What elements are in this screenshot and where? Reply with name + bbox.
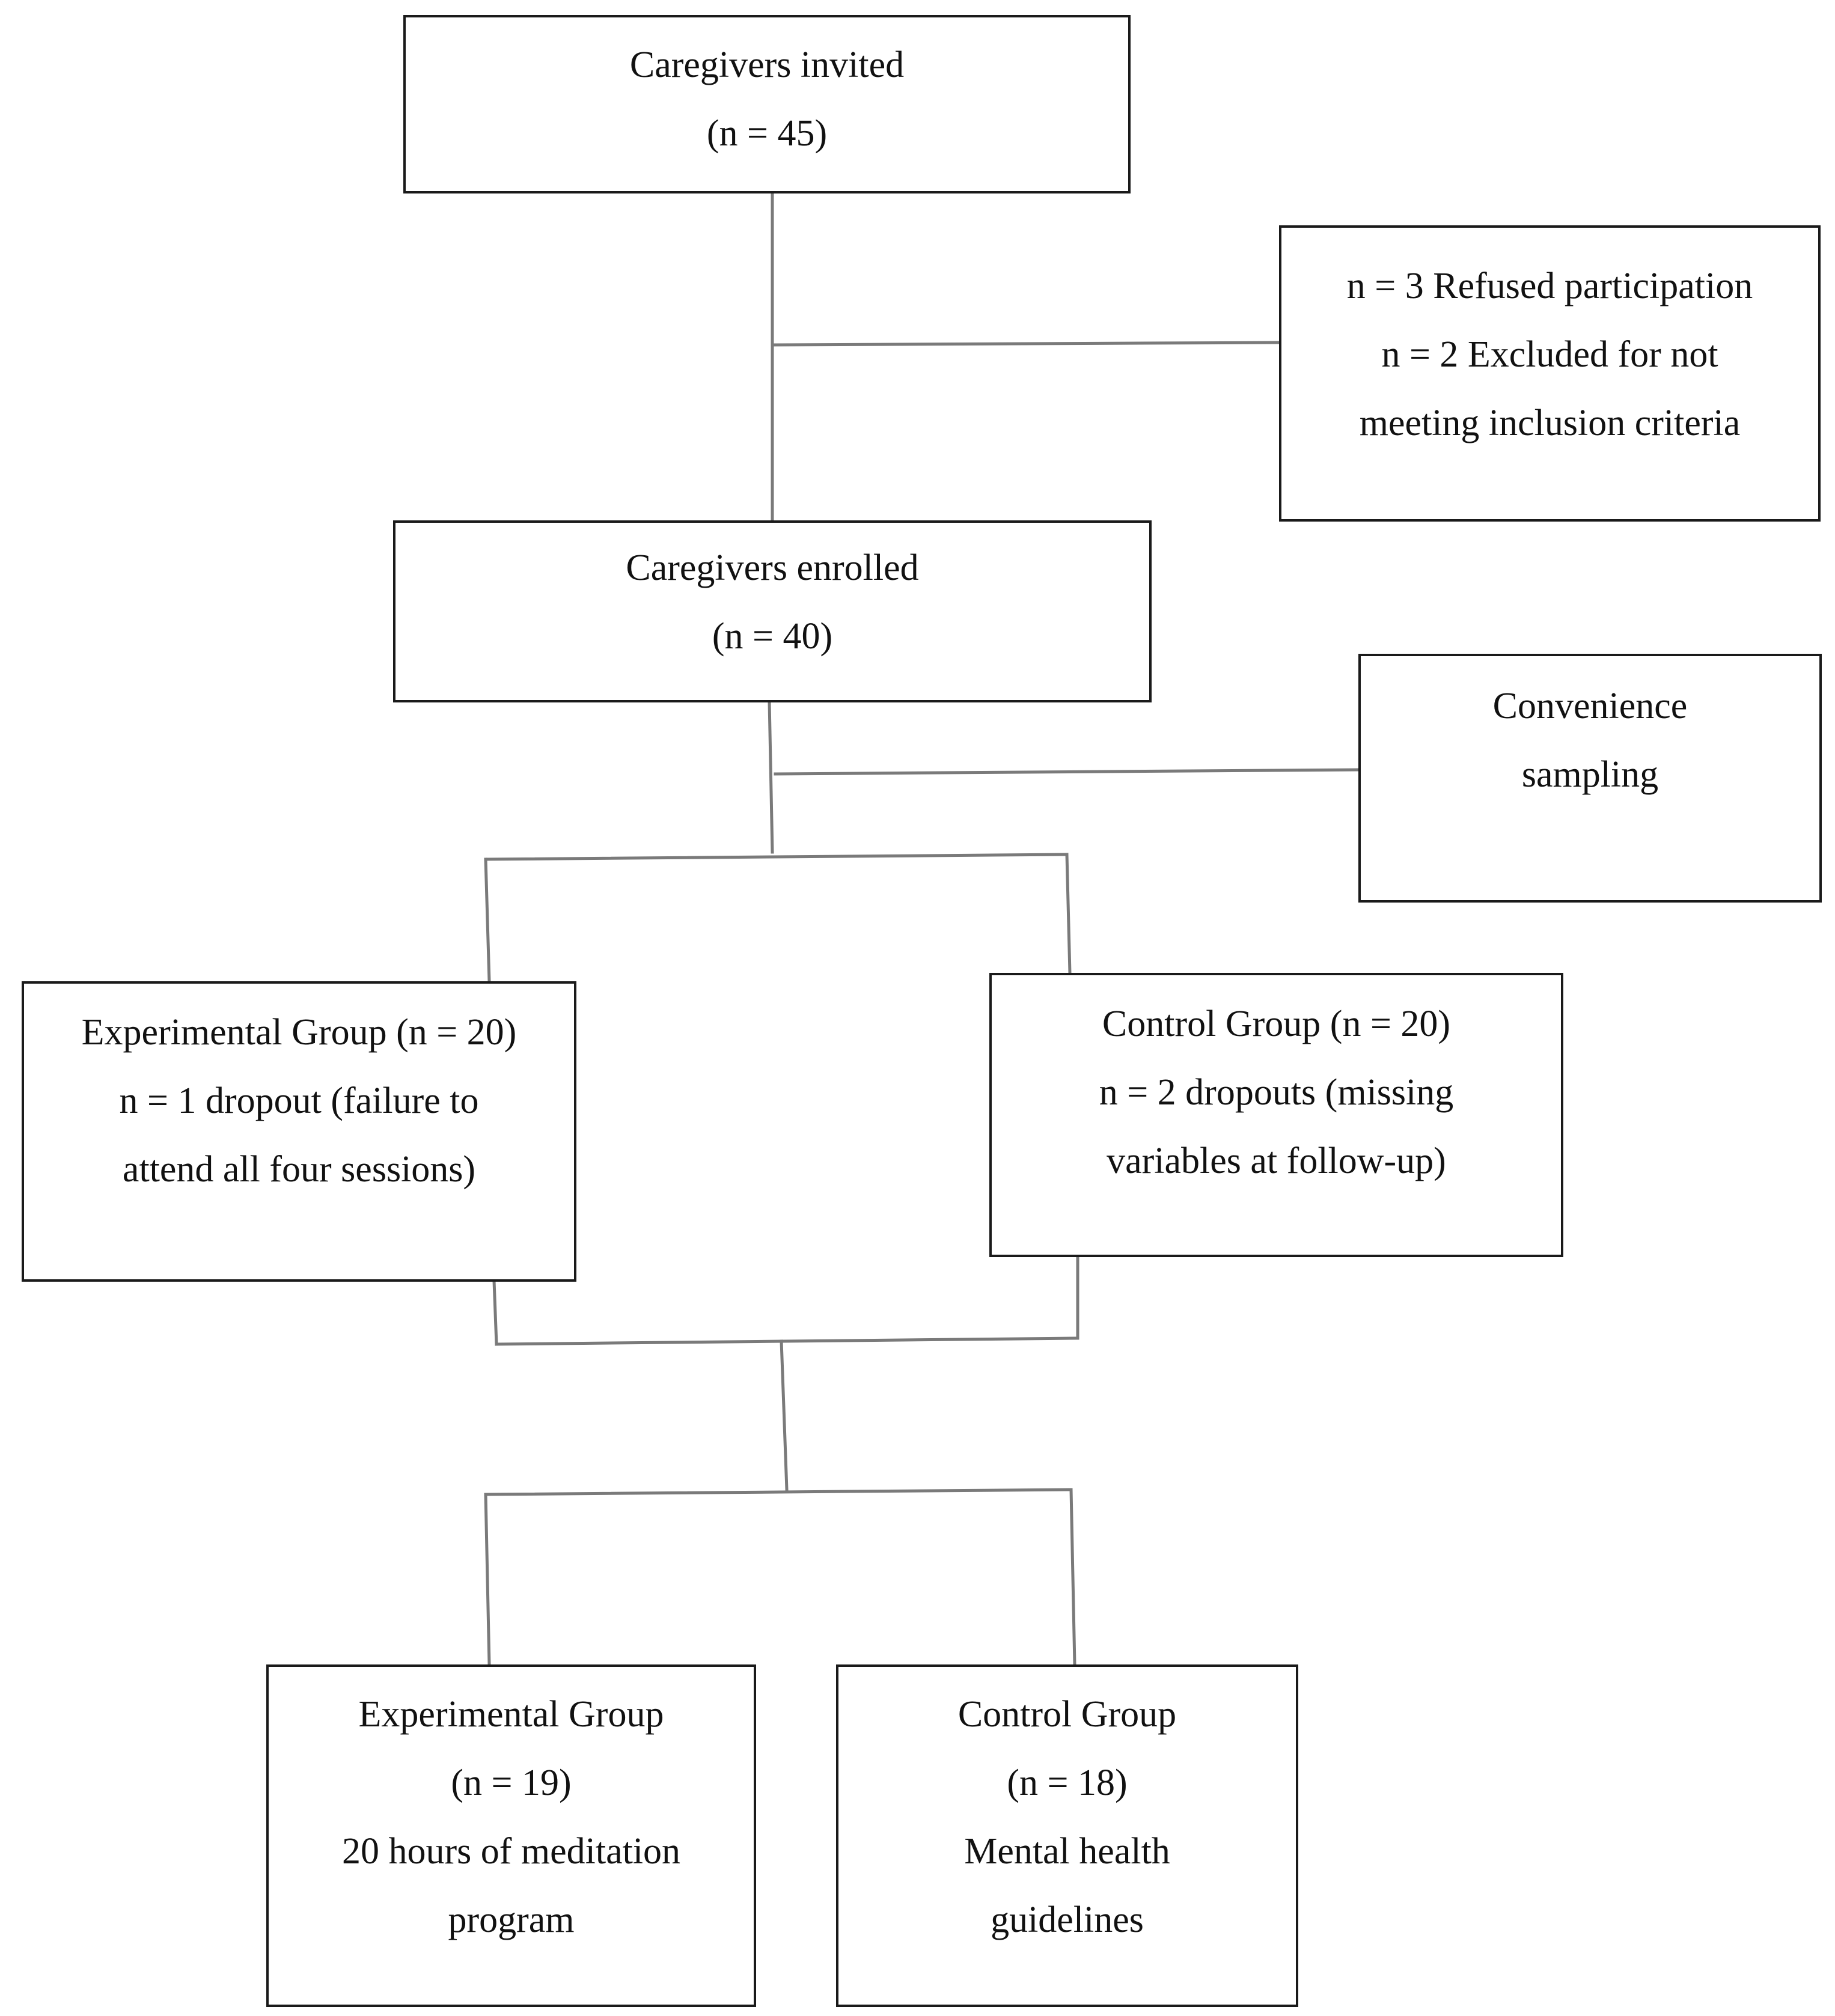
control-group-title: Control Group (n = 20) [1102,1003,1451,1044]
control-group-box: Control Group (n = 20) n = 2 dropouts (m… [989,973,1563,1257]
experimental-final-box: Experimental Group (n = 19) 20 hours of … [266,1664,756,2007]
excluded-line-criteria: meeting inclusion criteria [1359,403,1741,443]
control-final-title: Control Group [957,1694,1177,1735]
control-final-intervention: Mental health [964,1831,1170,1872]
caregivers-enrolled-count: (n = 40) [712,616,833,657]
connector-to-control-final [1069,1488,1076,1666]
experimental-group-title: Experimental Group (n = 20) [81,1012,517,1053]
experimental-group-dropout-reason: attend all four sessions) [122,1149,476,1190]
caregivers-enrolled-box: Caregivers enrolled (n = 40) [393,520,1152,702]
connector-split-bar [484,853,1069,861]
control-final-intervention-cont: guidelines [991,1899,1144,1940]
connector-final-split-bar [484,1488,1073,1496]
experimental-final-count: (n = 19) [451,1762,572,1803]
excluded-line-refused: n = 3 Refused participation [1346,266,1753,306]
connector-to-sampling [774,768,1360,776]
control-group-dropout: n = 2 dropouts (missing [1099,1072,1454,1113]
connector-to-excluded [771,341,1281,347]
connector-to-experimental-final [484,1493,491,1666]
connector-enrolled-down [768,700,774,854]
caregivers-invited-label: Caregivers invited [629,44,905,85]
caregivers-invited-count: (n = 45) [706,113,828,154]
caregivers-invited-box: Caregivers invited (n = 45) [403,15,1131,193]
experimental-final-intervention: 20 hours of meditation [341,1831,681,1872]
connector-to-experimental [484,857,491,983]
excluded-box: n = 3 Refused participation n = 2 Exclude… [1279,225,1821,522]
connector-experimental-down [492,1279,498,1346]
convenience-sampling-line-2: sampling [1521,754,1659,795]
control-final-box: Control Group (n = 18) Mental health gui… [836,1664,1298,2007]
experimental-final-intervention-cont: program [448,1899,575,1940]
experimental-group-box: Experimental Group (n = 20) n = 1 dropou… [22,981,576,1282]
control-group-dropout-reason: variables at follow-up) [1107,1140,1446,1181]
caregivers-enrolled-label: Caregivers enrolled [626,547,919,588]
experimental-group-dropout: n = 1 dropout (failure to [119,1080,479,1121]
connector-merge-bar [495,1336,1079,1346]
convenience-sampling-box: Convenience sampling [1358,654,1822,903]
connector-to-control [1065,853,1072,975]
excluded-line-excluded: n = 2 Excluded for not [1381,334,1718,375]
connector-merge-down [780,1339,789,1491]
convenience-sampling-line-1: Convenience [1492,686,1688,726]
control-final-count: (n = 18) [1007,1762,1128,1803]
experimental-final-title: Experimental Group [358,1694,664,1735]
